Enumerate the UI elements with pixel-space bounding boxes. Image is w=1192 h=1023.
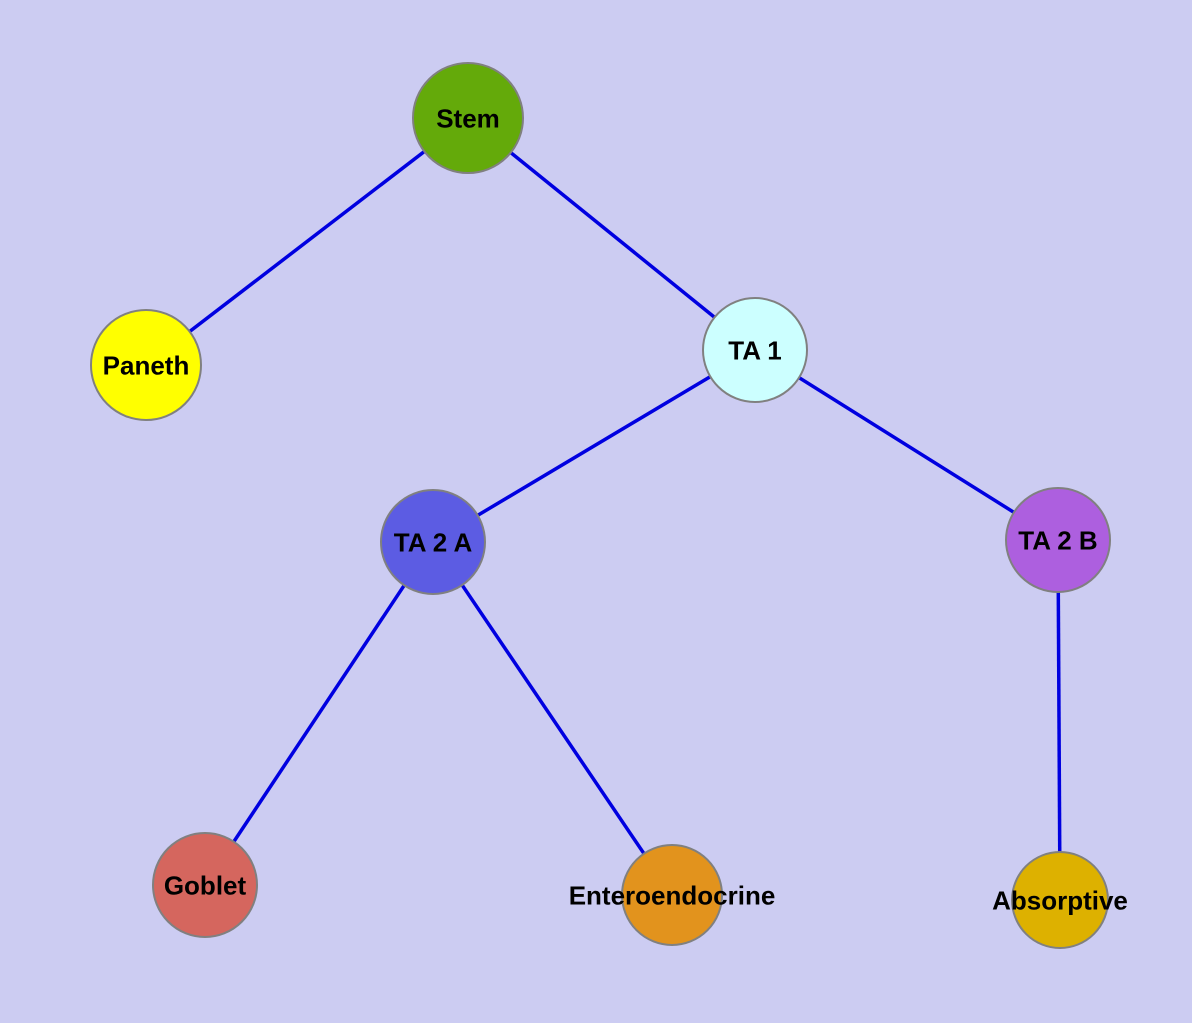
node-ta1[interactable]: TA 1 xyxy=(702,297,808,403)
edge-stem-ta1 xyxy=(466,116,757,352)
node-circle-enteroendocrine[interactable] xyxy=(621,844,723,946)
edge-ta1-ta2b xyxy=(754,348,1059,542)
node-ta2a[interactable]: TA 2 A xyxy=(380,489,486,595)
edge-ta1-ta2a xyxy=(432,348,756,544)
node-circle-ta1[interactable] xyxy=(702,297,808,403)
node-enteroendocrine[interactable]: Enteroendocrine xyxy=(569,844,776,946)
node-circle-paneth[interactable] xyxy=(90,309,202,421)
node-ta2b[interactable]: TA 2 B xyxy=(1005,487,1111,593)
node-circle-stem[interactable] xyxy=(412,62,524,174)
node-absorptive[interactable]: Absorptive xyxy=(992,851,1128,949)
edge-ta2a-enteroendocrine xyxy=(431,541,674,896)
edge-ta2a-goblet xyxy=(203,541,435,886)
node-circle-ta2a[interactable] xyxy=(380,489,486,595)
node-paneth[interactable]: Paneth xyxy=(90,309,202,421)
edge-ta2b-absorptive xyxy=(1056,539,1062,901)
node-stem[interactable]: Stem xyxy=(412,62,524,174)
node-circle-goblet[interactable] xyxy=(152,832,258,938)
edge-stem-paneth xyxy=(144,116,470,367)
node-goblet[interactable]: Goblet xyxy=(152,832,258,938)
node-circle-absorptive[interactable] xyxy=(1011,851,1109,949)
node-circle-ta2b[interactable] xyxy=(1005,487,1111,593)
